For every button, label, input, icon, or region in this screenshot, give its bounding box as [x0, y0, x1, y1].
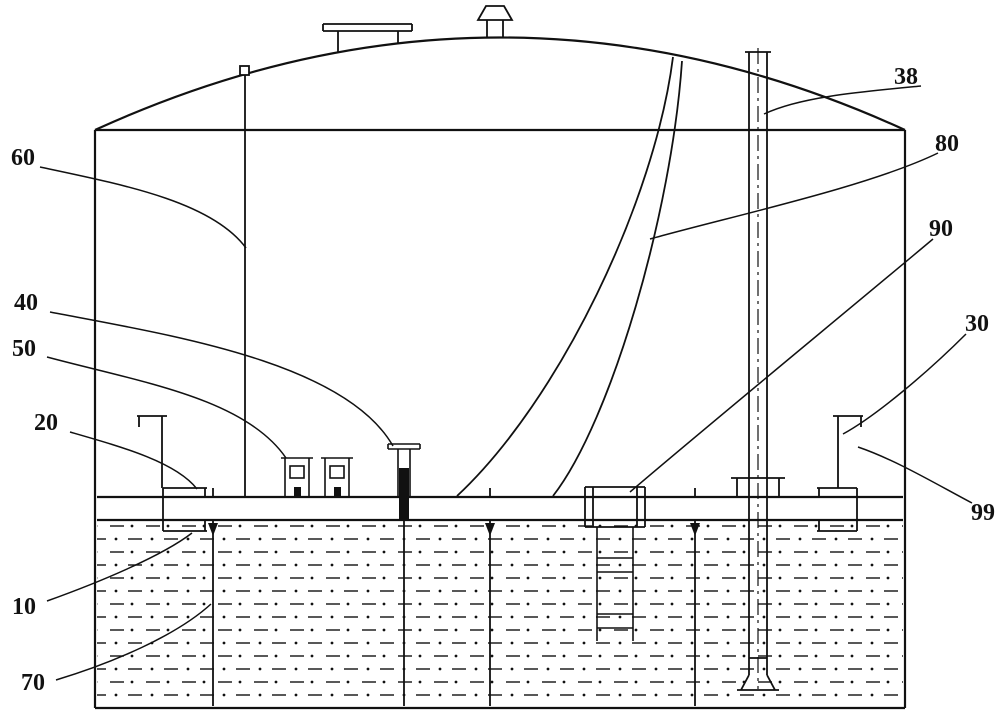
- right-rim-angle: [833, 415, 863, 488]
- guide-pipe: [731, 48, 785, 691]
- callout-20: 20: [34, 410, 58, 436]
- leader-40: [49, 311, 394, 447]
- leader-30: [842, 333, 967, 435]
- roof-vent: [476, 5, 514, 38]
- leader-20: [69, 431, 198, 490]
- bleeder-vents: [281, 457, 353, 497]
- roof-manhole: [322, 23, 413, 52]
- leader-38: [763, 85, 922, 115]
- callout-70: 70: [21, 670, 45, 696]
- leader-99: [857, 446, 973, 504]
- callout-10: 10: [12, 594, 36, 620]
- leader-50: [46, 356, 287, 459]
- callout-50: 50: [12, 336, 36, 362]
- anti-rotation-line: [239, 65, 250, 497]
- deck-vent-40: [387, 443, 421, 520]
- callout-99: 99: [971, 500, 995, 526]
- leader-10: [46, 532, 193, 602]
- right-rim-bracket: [817, 487, 858, 532]
- guide-pipe-foot: [737, 674, 779, 691]
- tank-shell: [93, 36, 907, 710]
- floating-deck: [97, 495, 903, 522]
- callout-60: 60: [11, 145, 35, 171]
- callout-80: 80: [935, 131, 959, 157]
- leader-80: [649, 152, 939, 240]
- callout-labels: 60 40 50 20 10 70 38 80 90 30 99: [11, 64, 995, 696]
- callout-30: 30: [965, 311, 989, 337]
- leader-70: [55, 603, 212, 681]
- flexible-hose: [456, 56, 683, 497]
- dome-roof: [94, 36, 906, 132]
- roof-fittings: [322, 5, 514, 52]
- deck-support-legs: [208, 488, 700, 706]
- ladder: [596, 527, 634, 641]
- leader-90: [629, 238, 934, 493]
- left-rim-angle: [137, 415, 167, 488]
- right-rim-assembly: [817, 415, 863, 532]
- left-rim-bracket: [162, 487, 207, 532]
- leader-60: [39, 166, 247, 249]
- left-rim-assembly: [137, 415, 207, 532]
- callout-38: 38: [894, 64, 918, 90]
- liquid-pattern: [97, 522, 903, 706]
- callout-40: 40: [14, 290, 38, 316]
- leader-lines: [39, 85, 973, 681]
- deck-hatch: [584, 486, 646, 528]
- callout-90: 90: [929, 216, 953, 242]
